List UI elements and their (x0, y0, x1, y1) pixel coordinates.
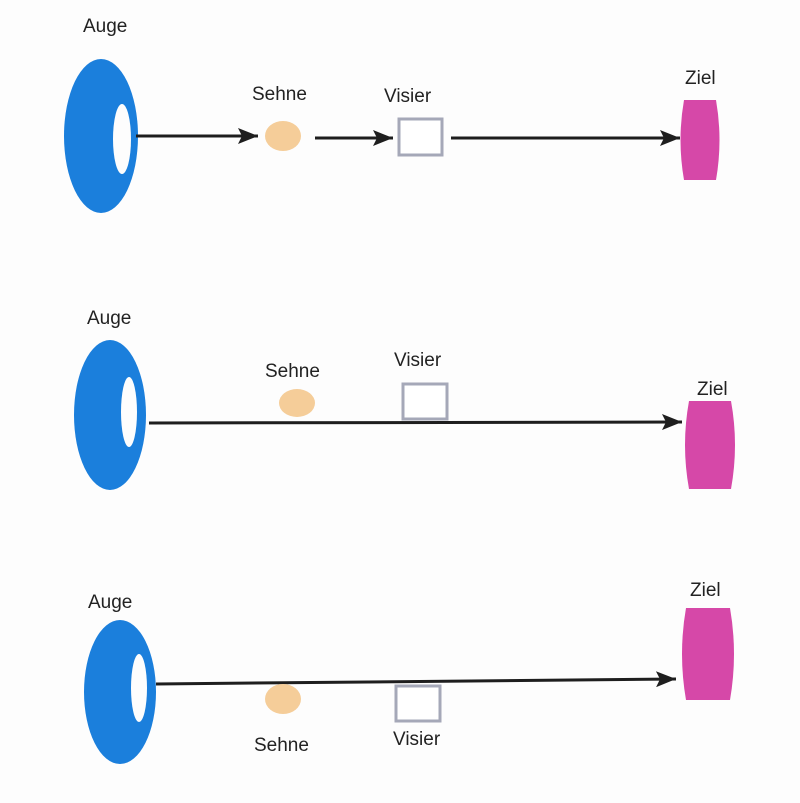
string-label: Sehne (252, 84, 307, 105)
sight-label: Visier (393, 729, 441, 750)
eye-pupil (121, 377, 137, 447)
string-label: Sehne (254, 735, 309, 756)
panel-3: Auge Sehne Visier Ziel (84, 580, 734, 764)
sight-label: Visier (394, 350, 442, 371)
sight-icon (397, 117, 444, 157)
sight-icon (401, 382, 449, 421)
target-icon (682, 608, 734, 700)
string-label: Sehne (265, 361, 320, 382)
sight-label: Visier (384, 86, 432, 107)
sight-icon (394, 684, 442, 723)
sight-line-arrow (148, 414, 683, 431)
sight-line-arrow (155, 671, 677, 688)
eye-icon (64, 59, 138, 213)
target-label: Ziel (697, 379, 728, 400)
eye-label: Auge (88, 592, 132, 613)
eye-label: Auge (83, 16, 127, 37)
string-icon (265, 121, 301, 151)
panel-1: Auge Sehne Visier Ziel (64, 16, 720, 213)
target-icon (685, 401, 735, 489)
eye-pupil (131, 654, 147, 722)
target-icon (680, 100, 720, 180)
target-label: Ziel (690, 580, 721, 601)
panel-2: Auge Sehne Visier Ziel (74, 308, 735, 490)
string-icon (265, 684, 301, 714)
eye-label: Auge (87, 308, 131, 329)
eye-pupil (113, 104, 131, 174)
string-icon (279, 389, 315, 417)
target-label: Ziel (685, 68, 716, 89)
